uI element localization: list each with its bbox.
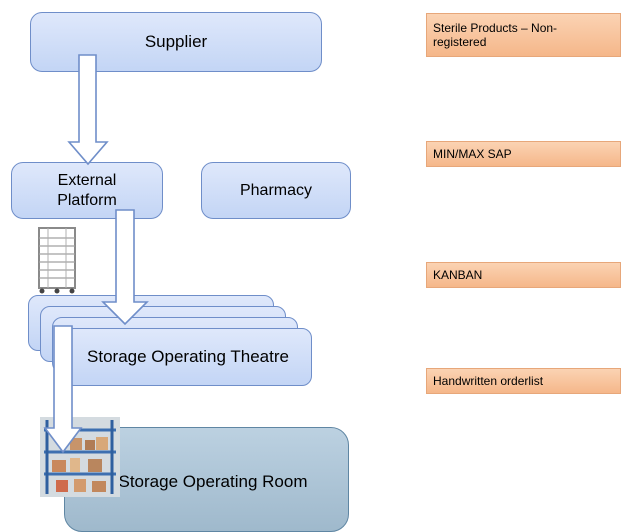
- external-platform-box: External Platform: [11, 162, 163, 219]
- label-kanban: KANBAN: [426, 262, 621, 288]
- label-sterile-products: Sterile Products – Non-registered: [426, 13, 621, 57]
- label-handwritten-orderlist: Handwritten orderlist: [426, 368, 621, 394]
- storage-operating-theatre-box: Storage Operating Theatre: [64, 328, 312, 386]
- external-platform-label-line2: Platform: [57, 191, 117, 209]
- supplier-label: Supplier: [144, 32, 208, 51]
- storage-operating-theatre-label: Storage Operating Theatre: [87, 347, 289, 366]
- arrow-platform-to-storage: [101, 209, 149, 326]
- shelving-rack-icon: [40, 417, 120, 497]
- cart-rack-icon: [38, 227, 76, 294]
- arrow-supplier-to-platform: [67, 54, 109, 166]
- label-min-max-sap: MIN/MAX SAP: [426, 141, 621, 167]
- external-platform-label-line1: External: [57, 171, 117, 189]
- pharmacy-box: Pharmacy: [201, 162, 351, 219]
- storage-operating-room-label: Storage Operating Room: [118, 472, 308, 491]
- arrow-theatre-to-room: [43, 325, 83, 454]
- pharmacy-label: Pharmacy: [239, 181, 313, 199]
